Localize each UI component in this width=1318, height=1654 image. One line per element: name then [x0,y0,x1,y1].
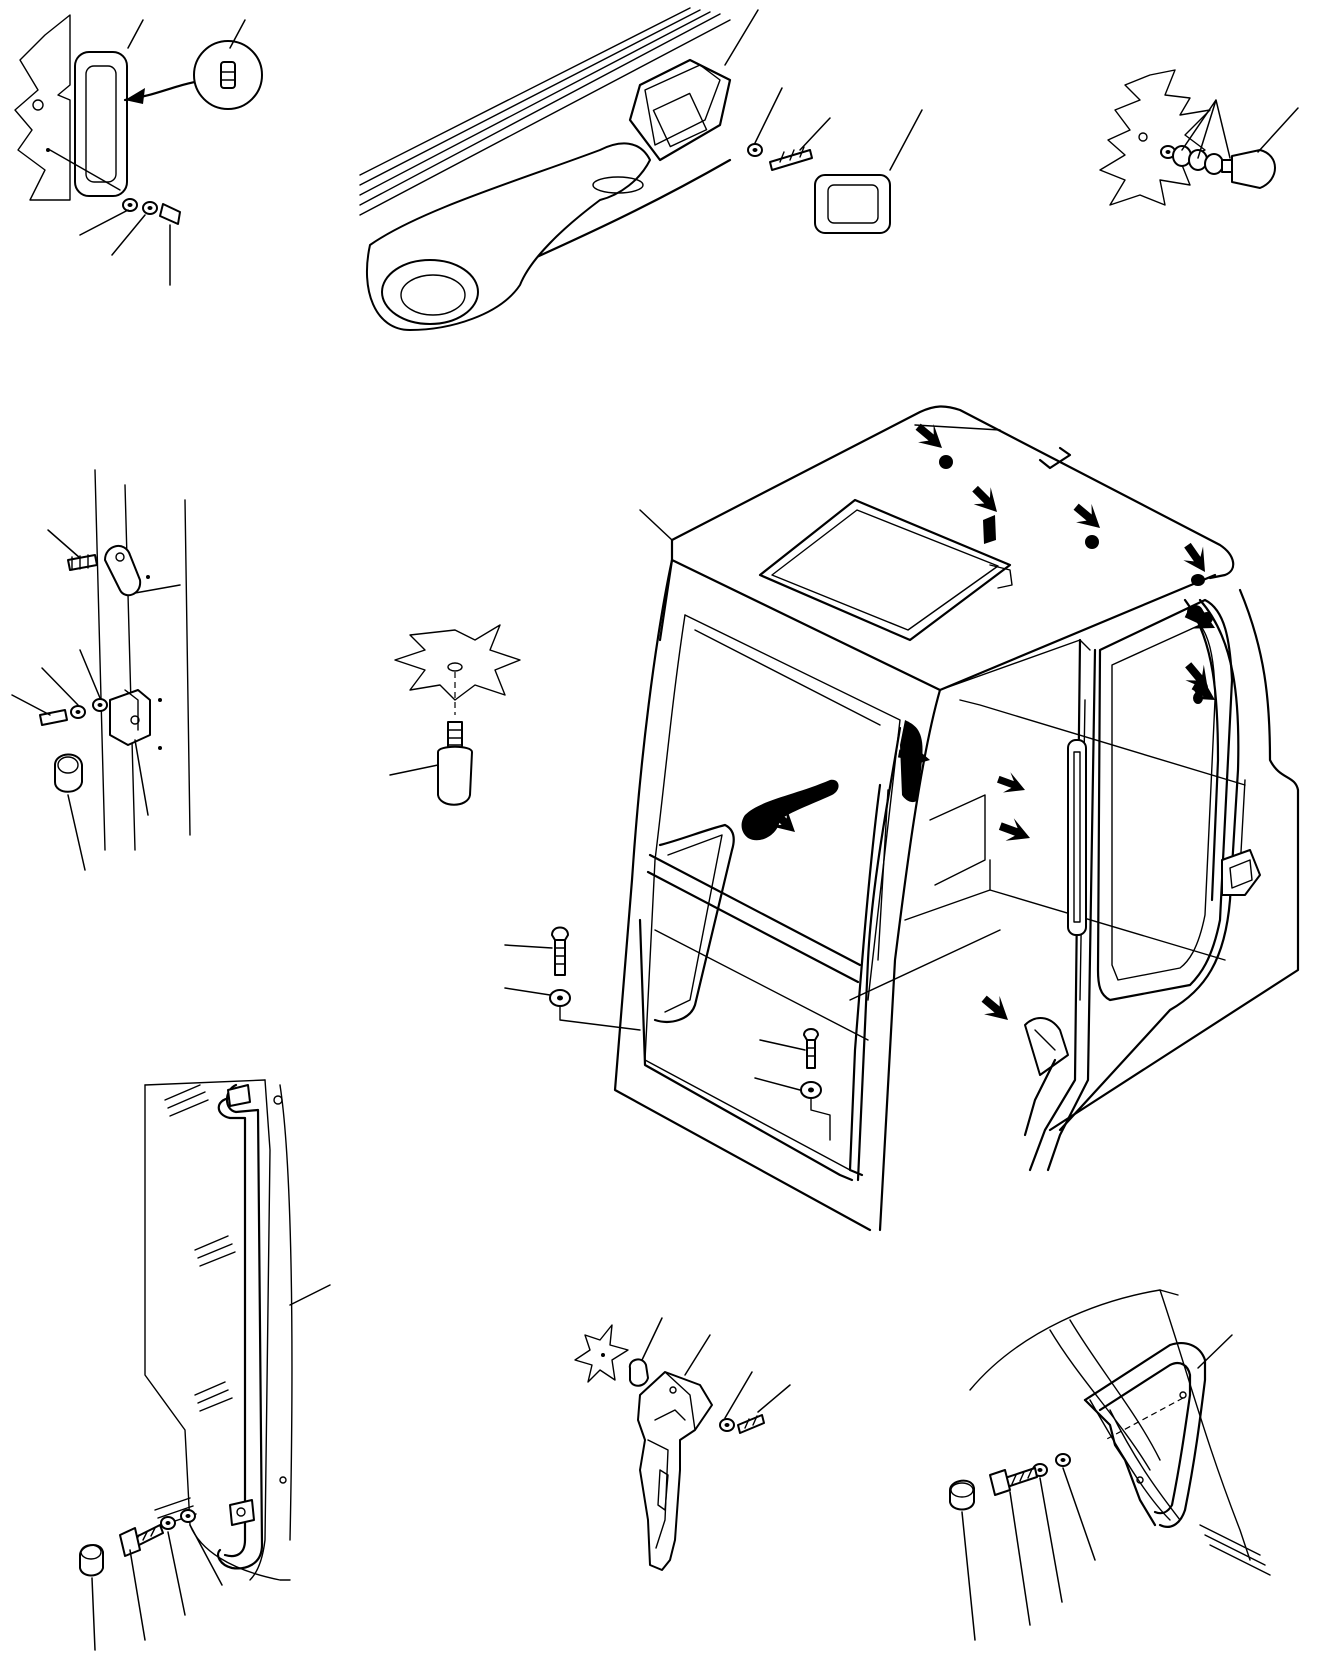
lock-plate [1221,849,1261,896]
side-grab-handle-view [949,1289,1271,1641]
pillar-seal [900,720,923,803]
door-lock-striker [637,1371,713,1571]
lamp-assembly-view [14,14,263,286]
callout-arrow [1177,538,1216,579]
operator-cab-view [504,405,1300,1232]
bolt-cap [79,1544,104,1577]
callout-arrow [910,417,951,457]
callout-arrow [976,989,1017,1029]
end-cap [814,174,891,234]
lamp-lens [74,51,128,197]
stopper-bolt-view [389,624,521,806]
door-inner-handle [1067,739,1087,936]
callout-arrow [1068,497,1109,537]
stopper-bolt [437,745,473,806]
door-lock-striker-view [574,1317,791,1571]
lamp-screw [159,203,181,225]
interior-grip [741,779,839,841]
grab-handle [1083,1342,1207,1528]
door-hook [104,545,142,597]
striker-spacer [628,1358,649,1387]
callout-arrow [994,769,1030,800]
door-catch [109,689,151,746]
rubber-stopper [1231,149,1276,189]
callout-arrow [996,814,1035,849]
handrail-screw [769,149,813,171]
cab-roof [670,405,1235,580]
door-handrail-view [79,1079,331,1651]
rubber-stopper-view [1099,69,1299,206]
step-striker [1024,1017,1069,1076]
callout-arrow [966,480,1007,520]
glass-hatching [154,1084,236,1527]
skylight [758,498,1012,642]
door-hinge-hook-view [11,469,191,871]
handrail-top-view [359,7,923,331]
grab-handle-cap [949,1479,975,1511]
